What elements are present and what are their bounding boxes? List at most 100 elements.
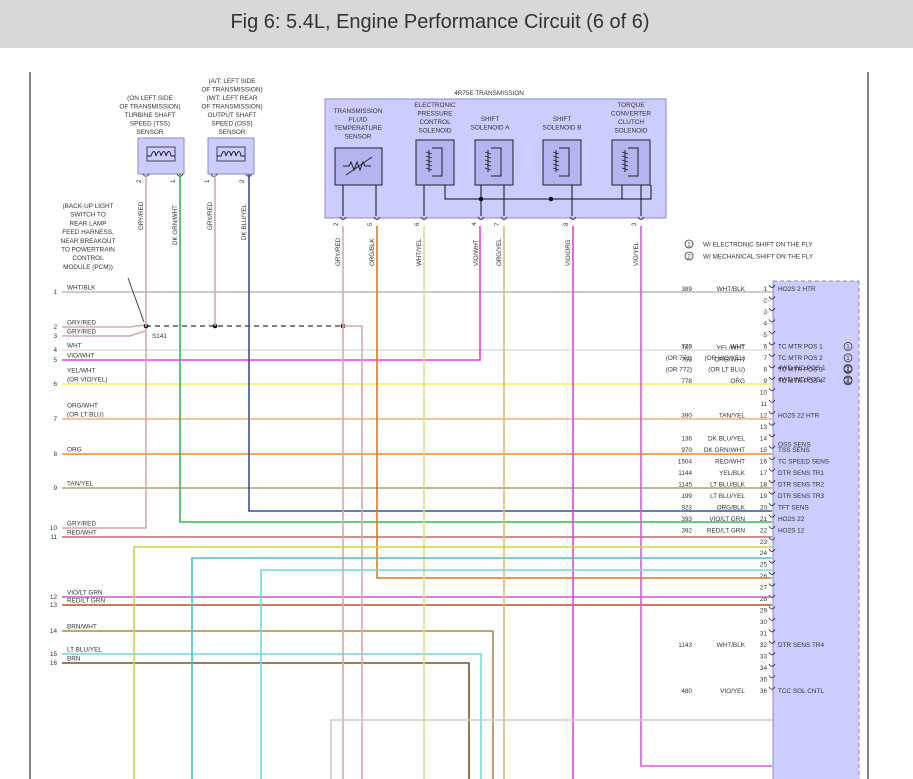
pcm-pin-connector (768, 548, 776, 552)
pcm-pin-number: 7 (763, 355, 767, 362)
pcm-wire-color: WHT/BLK (717, 286, 746, 293)
wire-lt-blu-yel-dtr (260, 569, 772, 779)
left-wire-number: 12 (50, 594, 58, 601)
pcm-pin-note: 1 (843, 341, 853, 351)
pcm-pin-function: TC SPEED SENS (778, 458, 829, 465)
left-wire-number: 6 (53, 381, 57, 388)
pcm-pin-connector (768, 675, 776, 679)
pcm-circuit-number: 1504 (678, 458, 693, 465)
coil-turn (621, 167, 629, 171)
pcm-pin-number: 14 (760, 435, 768, 442)
transmission-pin-connector (373, 216, 381, 220)
epc-solenoid (415, 139, 455, 186)
transmission-wire-label: WHT/YEL (416, 238, 423, 266)
coil-turn (425, 163, 433, 167)
legend-number: 1 (846, 378, 850, 385)
pcm-circuit-number: 923 (681, 504, 692, 511)
pcm-module (773, 281, 859, 779)
sensor-pin-number: 1 (204, 179, 211, 183)
pcm-wire-color: LT BLU/BLK (710, 481, 746, 488)
pcm-pin-connector (768, 652, 776, 656)
pcm-pin-note: 1 (843, 353, 853, 363)
pcm-pin-connector (768, 525, 776, 530)
pcm-pin-connector (768, 319, 776, 323)
pcm-circuit-number: 136 (681, 435, 692, 442)
pcm-pin-number: 35 (760, 677, 768, 684)
pcm-circuit-number: 393 (681, 516, 692, 523)
sensor-wire-label: DK GRN/WHT (172, 205, 179, 245)
pcm-pin-connector (768, 491, 776, 495)
wire-dk-grn-wht (179, 174, 772, 523)
left-wire-number: 7 (53, 416, 57, 423)
legend-circle (843, 353, 853, 363)
pcm-pin-number: 2 (763, 298, 767, 305)
pcm-pin-number: 25 (760, 562, 768, 569)
legend-number: 1 (687, 241, 691, 248)
pcm-pin-function: DTR SENS TR1 (778, 470, 824, 477)
wire-gry-red (62, 330, 146, 337)
pcm-pin-connector (768, 411, 776, 415)
pcm-pin-number: 21 (760, 516, 768, 523)
pcm-pin-connector (768, 388, 776, 392)
pcm-pin-number: 12 (760, 412, 768, 419)
coil-icon (217, 151, 245, 157)
legend-number: 2 (846, 366, 850, 373)
pcm-pin-number: 30 (760, 619, 768, 626)
pcm-pin-number: 18 (760, 481, 768, 488)
wire-gry-red (62, 327, 147, 529)
pcm-pin-number: 1 (763, 286, 767, 293)
transmission-pin-number: 8 (563, 222, 570, 226)
pcm-circuit-number: 480 (681, 688, 692, 695)
left-wire-label: WHT (67, 343, 82, 350)
pcm-pin-note: 1 (843, 376, 853, 386)
transmission-wire-label: ORG/YEL (496, 238, 503, 266)
pcm-wire-color: LT BLU/YEL (710, 493, 745, 500)
pcm-wire-color: DK GRN/WHT (704, 447, 745, 454)
coil-turn (484, 151, 492, 155)
pcm-pin-connector (768, 296, 776, 300)
sensor-wire-label: DK BLU/YEL (241, 204, 248, 240)
pcm-pin-number: 28 (760, 596, 768, 603)
pcm-pin-connector (768, 571, 776, 575)
pcm-pin-number: 15 (760, 447, 768, 454)
pcm-circuit-number: 199 (681, 493, 692, 500)
legend-number: 1 (846, 344, 850, 351)
left-wire-label: RED/WHT (67, 530, 97, 537)
transmission-wire-label: VIO/ORG (565, 239, 572, 266)
wire-brn-wht (62, 630, 494, 779)
pcm-pin-function: TFT SENS (778, 504, 809, 511)
callout-line (127, 277, 145, 323)
transmission-wire-label: VIO/YEL (633, 241, 640, 266)
transmission-pin-number: 5 (367, 222, 374, 226)
left-wire-label: TAN/YEL (67, 481, 94, 488)
transmission-pin-connector (339, 216, 347, 220)
pcm-pin-function: HO2S 22 HTR (778, 412, 820, 419)
transmission-pin-number: 3 (631, 222, 638, 226)
coil-turn (484, 155, 492, 159)
wire-splice-return (343, 325, 363, 779)
left-wire-number: 10 (50, 525, 58, 532)
pcm-circuit-number: 392 (681, 527, 692, 534)
pcm-pin-function: DTR SENS TR3 (778, 493, 824, 500)
transmission-pin-connector (420, 216, 428, 220)
sensor-pin-connector (210, 173, 218, 177)
solenoid-body (415, 139, 455, 186)
pcm-pin-number: 20 (760, 504, 768, 511)
pcm-pin-function: HO2S 12 (778, 527, 805, 534)
bus-junction (548, 196, 554, 202)
coil-turn (484, 163, 492, 167)
left-wire-number: 16 (50, 660, 58, 667)
shift-solenoid-a (474, 139, 514, 186)
thermistor-icon (343, 160, 371, 172)
left-wire-number: 4 (53, 347, 57, 354)
transmission-pin-number: 2 (333, 222, 340, 226)
pcm-pin-connector (768, 502, 776, 507)
thermistor-arrow (345, 156, 373, 176)
